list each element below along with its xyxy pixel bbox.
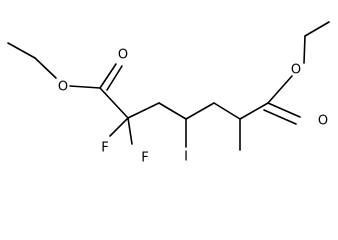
bond-c-o-double-left-b bbox=[106, 65, 123, 91]
bond-carbonyl-cf2 bbox=[99, 87, 129, 119]
bond-cf2-f-left bbox=[109, 117, 129, 137]
bond-c-o-double-right-b bbox=[263, 109, 297, 125]
bond-ch2-ch bbox=[213, 102, 241, 120]
molecule-structure: O O F F I O O bbox=[7, 21, 330, 166]
bond-carbonyl-o-right bbox=[267, 75, 293, 104]
bond-ch2-o-left bbox=[34, 57, 57, 79]
bond-ch2-ci bbox=[158, 102, 187, 120]
bond-o-carbonyl-left bbox=[69, 85, 101, 89]
atom-o-carbonyl-right: O bbox=[318, 114, 328, 129]
bond-ch2-ch3-right bbox=[304, 21, 330, 37]
bond-cf2-ch2 bbox=[127, 102, 160, 119]
structure-svg: O O F F I O O bbox=[7, 21, 330, 166]
bond-c-o-double-left-a bbox=[99, 63, 117, 89]
atom-o-carbonyl-left: O bbox=[118, 48, 128, 63]
bond-cf2-f-right bbox=[127, 117, 133, 145]
atom-o-ether-left: O bbox=[58, 80, 68, 95]
atom-f-left: F bbox=[101, 141, 108, 156]
bond-o-ch2-right bbox=[303, 35, 306, 64]
atom-iodine: I bbox=[184, 150, 188, 165]
atom-o-ether-right: O bbox=[291, 63, 301, 78]
bond-ch-carbonyl-right bbox=[239, 102, 269, 120]
bond-c-o-double-right-a bbox=[267, 102, 301, 118]
bond-ch3-ch2-left bbox=[7, 42, 36, 59]
bond-ci-ch2-right bbox=[185, 102, 215, 120]
atom-f-right: F bbox=[141, 151, 148, 166]
